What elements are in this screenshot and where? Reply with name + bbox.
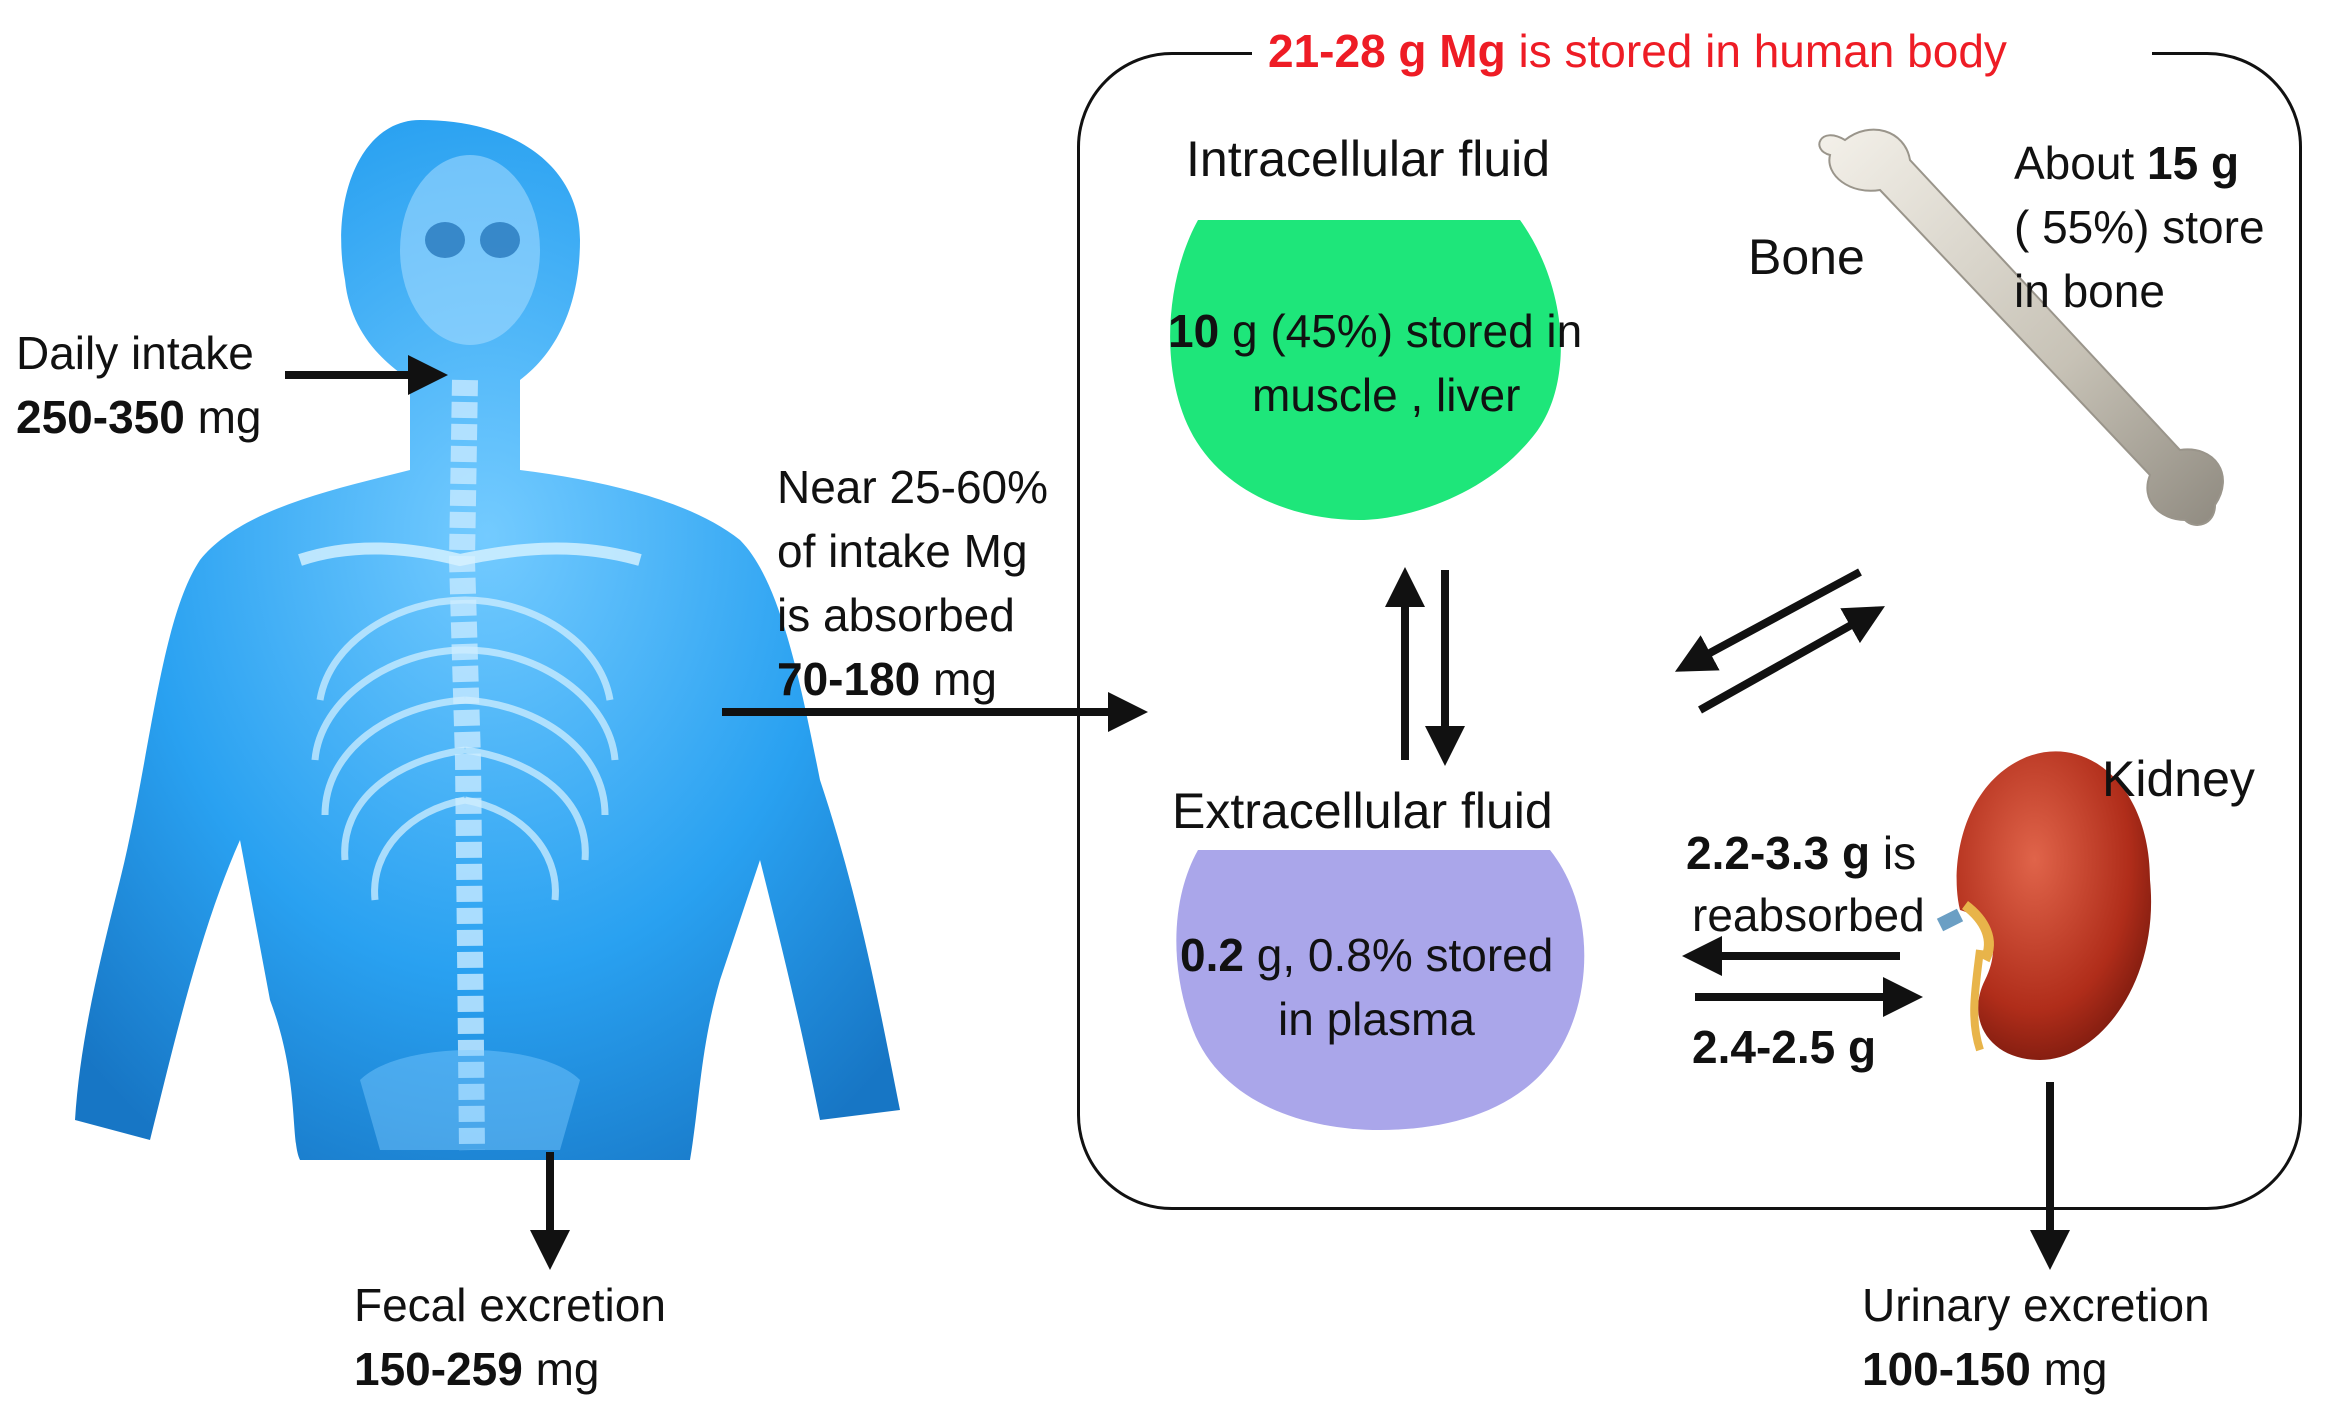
absorption-unit: mg bbox=[920, 653, 997, 705]
intracellular-shape bbox=[1170, 220, 1561, 520]
reabsorbed-line2: reabsorbed bbox=[1692, 889, 1925, 941]
intracellular-amount: 10 bbox=[1168, 305, 1220, 357]
page-title: 21-28 g Mg is stored in human body bbox=[1268, 20, 2007, 82]
daily-intake-label: Daily intake bbox=[16, 327, 254, 379]
reabsorbed-rest: is bbox=[1870, 827, 1917, 879]
absorption-line1: Near 25-60% bbox=[777, 461, 1049, 513]
human-skeleton-icon bbox=[75, 120, 900, 1160]
filtered-amount: 2.4-2.5 g bbox=[1692, 1021, 1877, 1073]
absorption-line3: is absorbed bbox=[777, 589, 1015, 641]
daily-intake-value: 250-350 mg bbox=[16, 386, 262, 448]
kidney-label: Kidney bbox=[2102, 751, 2255, 807]
intracellular-line2: muscle , liver bbox=[1252, 369, 1521, 421]
urinary-unit: mg bbox=[2030, 1343, 2108, 1395]
bone-line3: in bone bbox=[2014, 265, 2165, 317]
extracellular-line1: 0.2 g, 0.8% stored bbox=[1180, 924, 1553, 986]
bone-to-plasma-arrow bbox=[1674, 568, 1862, 672]
daily-intake-unit: mg bbox=[184, 391, 262, 443]
urinary-excretion-label: Urinary excretion bbox=[1862, 1279, 2210, 1331]
bone-line2: ( 55%) store bbox=[2014, 201, 2265, 253]
title-amount: 21-28 g Mg bbox=[1268, 25, 1506, 77]
extracellular-heading: Extracellular fluid bbox=[1172, 783, 1553, 839]
absorption-value: 70-180 mg bbox=[777, 648, 997, 710]
reabsorbed-amount: 2.2-3.3 g bbox=[1686, 827, 1871, 879]
bone-about: About bbox=[2014, 137, 2147, 189]
absorption-line2: of intake Mg bbox=[777, 525, 1028, 577]
reabsorbed-line1: 2.2-3.3 g is bbox=[1686, 822, 1916, 884]
intracellular-line1: 10 g (45%) stored in bbox=[1168, 300, 1582, 362]
title-mask bbox=[1252, 20, 2152, 86]
urinary-excretion-value: 100-150 mg bbox=[1862, 1338, 2108, 1400]
daily-intake-amount: 250-350 bbox=[16, 391, 185, 443]
plasma-to-bone-arrow bbox=[1698, 606, 1885, 714]
intracellular-rest: g (45%) stored in bbox=[1219, 305, 1583, 357]
bone-about-line: About 15 g bbox=[2014, 132, 2239, 194]
absorption-amount: 70-180 bbox=[777, 653, 921, 705]
title-rest: is stored in human body bbox=[1505, 25, 2007, 77]
extracellular-line2: in plasma bbox=[1278, 993, 1475, 1045]
bone-amount: 15 g bbox=[2147, 137, 2240, 189]
extracellular-shape bbox=[1176, 850, 1585, 1130]
fecal-excretion-value: 150-259 mg bbox=[354, 1338, 600, 1400]
urinary-amount: 100-150 bbox=[1862, 1343, 2031, 1395]
fecal-unit: mg bbox=[522, 1343, 600, 1395]
intracellular-heading: Intracellular fluid bbox=[1186, 131, 1551, 187]
bone-icon bbox=[1818, 128, 2224, 526]
fecal-amount: 150-259 bbox=[354, 1343, 523, 1395]
extracellular-amount: 0.2 bbox=[1180, 929, 1244, 981]
kidney-icon bbox=[1936, 751, 2152, 1060]
bone-label: Bone bbox=[1748, 229, 1865, 285]
fecal-excretion-label: Fecal excretion bbox=[354, 1279, 666, 1331]
extracellular-rest: g, 0.8% stored bbox=[1243, 929, 1554, 981]
